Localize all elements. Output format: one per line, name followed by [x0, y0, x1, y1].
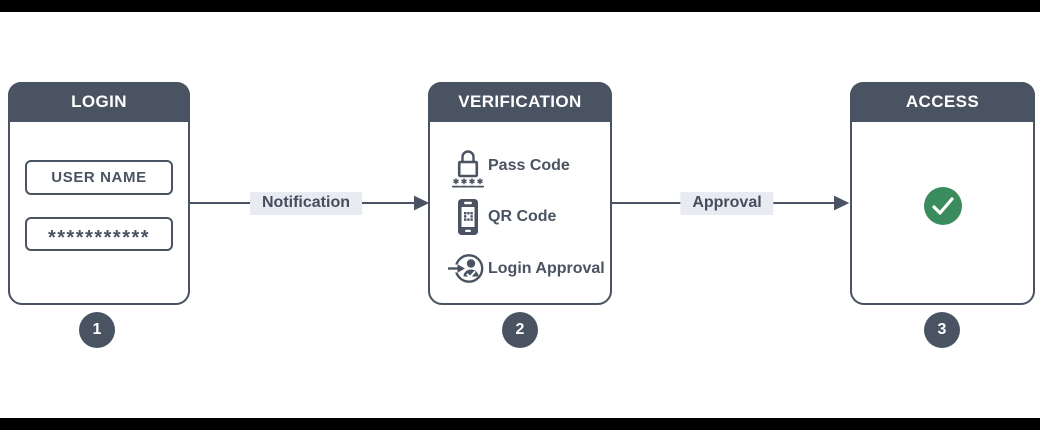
letterbox-bottom-bar: [0, 418, 1040, 430]
access-card: ACCESS: [850, 82, 1035, 305]
arrowhead-approval: [834, 195, 850, 211]
verification-card: VERIFICATION Pass Code QR C: [428, 82, 612, 305]
method-label-qr-code: QR Code: [488, 208, 557, 225]
step-number-1: 1: [79, 312, 115, 348]
edge-label-notification: Notification: [250, 192, 362, 215]
access-card-title: ACCESS: [850, 82, 1035, 122]
method-label-pass-code: Pass Code: [488, 157, 570, 174]
method-label-login-approval: Login Approval: [488, 260, 605, 277]
login-approval-icon: [448, 254, 484, 283]
step-number-2: 2: [502, 312, 538, 348]
login-card: LOGIN USER NAME ***********: [8, 82, 190, 305]
login-card-title: LOGIN: [8, 82, 190, 122]
password-masked-value: ***********: [47, 226, 151, 249]
arrowhead-notification: [414, 195, 430, 211]
verification-card-title: VERIFICATION: [428, 82, 612, 122]
passcode-lock-icon: [452, 150, 484, 188]
success-check-icon: [924, 187, 962, 225]
qr-phone-icon: [458, 199, 478, 235]
password-field: ***********: [25, 217, 173, 251]
username-field: USER NAME: [25, 160, 173, 195]
letterbox-top-bar: [0, 0, 1040, 12]
step-number-3: 3: [924, 312, 960, 348]
edge-label-approval: Approval: [680, 192, 774, 215]
